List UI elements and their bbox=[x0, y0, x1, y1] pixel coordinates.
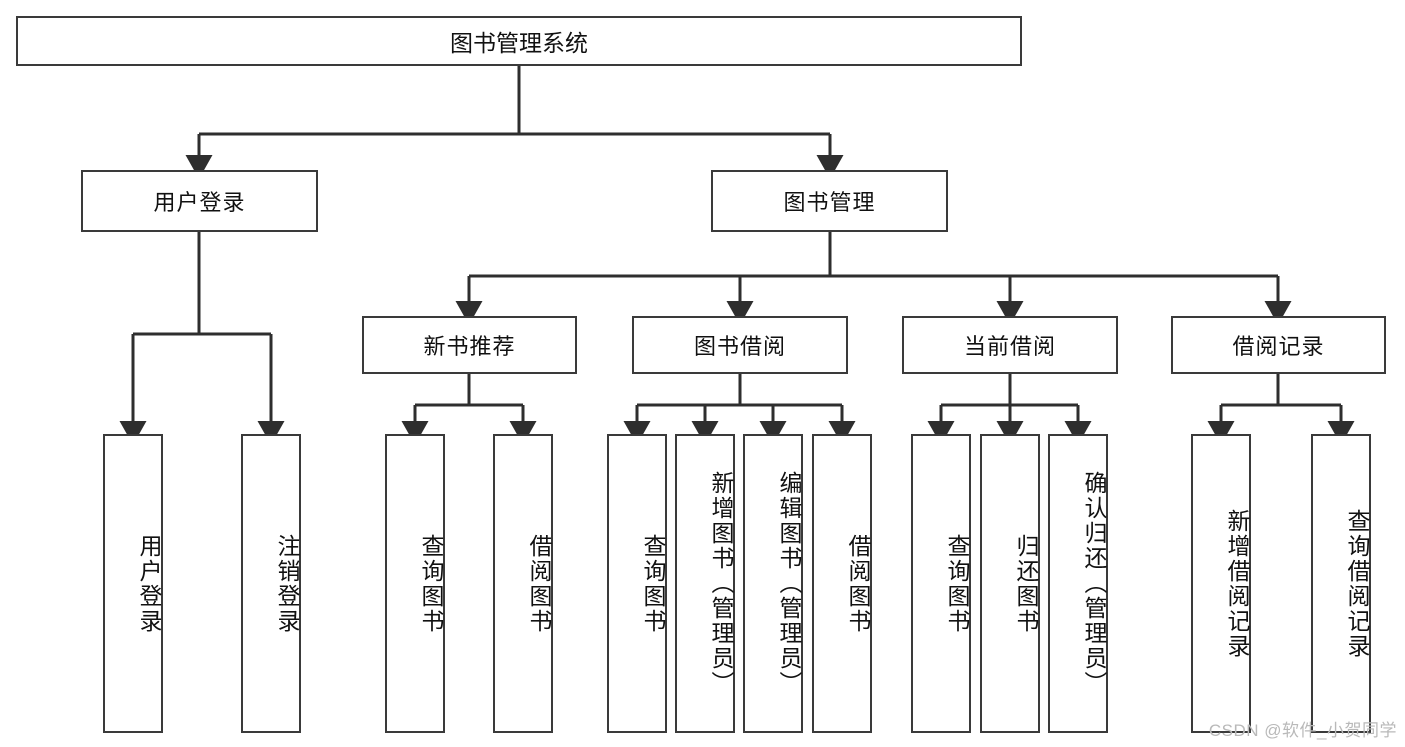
leaf-edit-book-label: 编辑图书（管理员） bbox=[776, 471, 802, 696]
leaf-borrow-book-b-label: 借阅图书 bbox=[845, 533, 871, 634]
node-root[interactable]: 图书管理系统 bbox=[16, 16, 1022, 66]
leaf-query-book-b-label: 查询图书 bbox=[640, 533, 666, 634]
node-current-borrow-label: 当前借阅 bbox=[963, 334, 1056, 359]
leaf-logout-label: 注销登录 bbox=[274, 533, 300, 634]
node-borrow-record[interactable]: 借阅记录 bbox=[1171, 316, 1386, 374]
leaf-query-record-label: 查询借阅记录 bbox=[1344, 508, 1370, 659]
leaf-add-book-label: 新增图书（管理员） bbox=[708, 471, 734, 696]
leaf-user-login-label: 用户登录 bbox=[136, 533, 162, 634]
leaf-add-book[interactable]: 新增图书（管理员） bbox=[675, 434, 735, 733]
leaf-query-book-c[interactable]: 查询图书 bbox=[911, 434, 971, 733]
leaf-query-book-b[interactable]: 查询图书 bbox=[607, 434, 667, 733]
node-book-borrow[interactable]: 图书借阅 bbox=[632, 316, 848, 374]
node-book-manage-label: 图书管理 bbox=[783, 190, 876, 215]
leaf-add-record-label: 新增借阅记录 bbox=[1224, 508, 1250, 659]
leaf-borrow-book-a-label: 借阅图书 bbox=[526, 533, 552, 634]
leaf-user-login[interactable]: 用户登录 bbox=[103, 434, 163, 733]
node-new-book-rec-label: 新书推荐 bbox=[423, 334, 516, 359]
node-user-login-label: 用户登录 bbox=[153, 190, 246, 215]
leaf-return-book-label: 归还图书 bbox=[1013, 533, 1039, 634]
leaf-query-book-a[interactable]: 查询图书 bbox=[385, 434, 445, 733]
leaf-query-book-c-label: 查询图书 bbox=[944, 533, 970, 634]
leaf-edit-book[interactable]: 编辑图书（管理员） bbox=[743, 434, 803, 733]
leaf-return-book[interactable]: 归还图书 bbox=[980, 434, 1040, 733]
leaf-logout[interactable]: 注销登录 bbox=[241, 434, 301, 733]
leaf-confirm-return-label: 确认归还（管理员） bbox=[1081, 471, 1107, 696]
node-current-borrow[interactable]: 当前借阅 bbox=[902, 316, 1118, 374]
leaf-query-record[interactable]: 查询借阅记录 bbox=[1311, 434, 1371, 733]
node-book-manage[interactable]: 图书管理 bbox=[711, 170, 948, 232]
node-book-borrow-label: 图书借阅 bbox=[693, 334, 786, 359]
csdn-watermark: CSDN @软件_小贺同学 bbox=[1208, 721, 1397, 740]
leaf-confirm-return[interactable]: 确认归还（管理员） bbox=[1048, 434, 1108, 733]
leaf-borrow-book-a[interactable]: 借阅图书 bbox=[493, 434, 553, 733]
leaf-borrow-book-b[interactable]: 借阅图书 bbox=[812, 434, 872, 733]
node-new-book-rec[interactable]: 新书推荐 bbox=[362, 316, 577, 374]
node-root-label: 图书管理系统 bbox=[450, 30, 588, 56]
node-user-login[interactable]: 用户登录 bbox=[81, 170, 318, 232]
leaf-add-record[interactable]: 新增借阅记录 bbox=[1191, 434, 1251, 733]
node-borrow-record-label: 借阅记录 bbox=[1232, 334, 1325, 359]
leaf-query-book-a-label: 查询图书 bbox=[418, 533, 444, 634]
